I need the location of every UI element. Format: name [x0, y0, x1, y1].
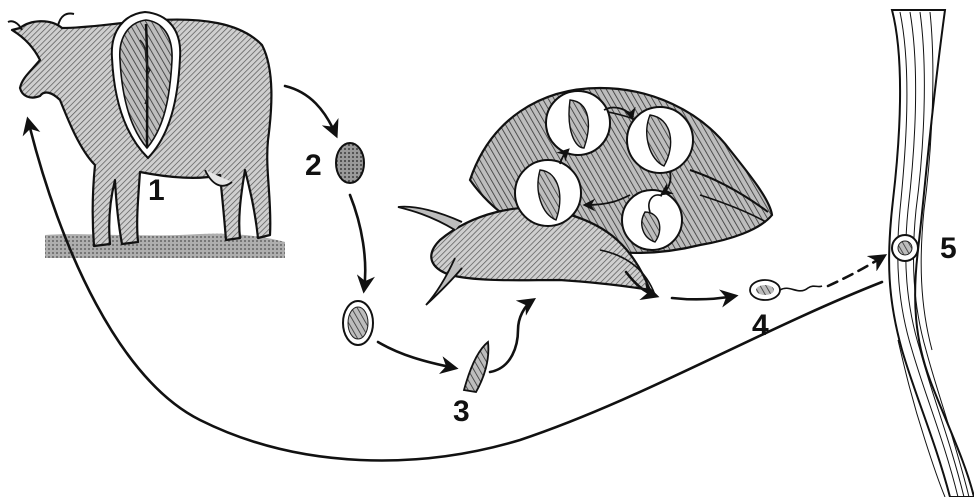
arrow-miracidium-to-snail	[490, 300, 533, 372]
egg-icon	[336, 143, 364, 183]
arrow-cow-to-egg	[285, 86, 336, 135]
embryonated-egg-icon	[343, 301, 373, 345]
stage-label-2: 2	[305, 149, 322, 182]
miracidium-icon	[464, 342, 488, 392]
redia-circle-1	[627, 107, 693, 173]
snail-icon	[398, 88, 772, 305]
arrow-embryo-to-miracidium	[378, 342, 455, 368]
stage-label-3: 3	[453, 395, 470, 428]
arrow-egg-to-embryo	[350, 195, 365, 290]
redia-circle-2	[515, 160, 581, 226]
stage-label-5: 5	[940, 232, 957, 265]
cyst-icon	[892, 235, 918, 261]
stage-label-1: 1	[148, 174, 165, 207]
cow-icon	[8, 12, 285, 258]
cercaria-circle	[622, 190, 682, 250]
cercaria-icon	[750, 280, 822, 300]
sporocyst-circle	[546, 91, 610, 155]
arrow-snail-to-cercaria	[672, 296, 735, 299]
arrow-cercaria-to-cyst	[828, 256, 884, 286]
